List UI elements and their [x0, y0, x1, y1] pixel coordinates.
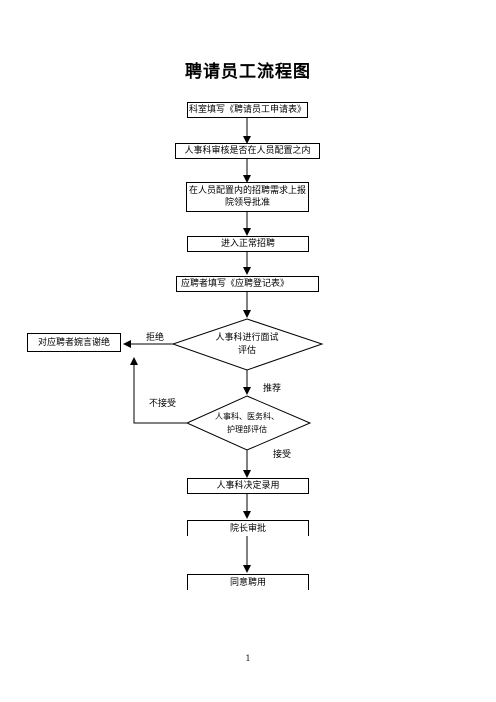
step-label: 对应聘者婉言谢绝 — [37, 337, 110, 348]
step-label: 人事科决定录用 — [216, 481, 280, 491]
step-label: 进入正常招聘 — [220, 239, 275, 249]
step-label: 应聘者填写《应聘登记表》 — [181, 279, 290, 289]
step-polite-decline: 对应聘者婉言谢绝 — [27, 333, 121, 352]
label-recommend: 推荐 — [263, 384, 282, 394]
step-registration-form: 应聘者填写《应聘登记表》 — [176, 276, 319, 292]
label-accept: 接受 — [273, 450, 292, 460]
step-label: 科室填写《聘请员工申请表》 — [188, 105, 306, 115]
step-label: 院长审批 — [229, 523, 266, 534]
step-submit-approval: 在人员配置内的招聘需求上报 院领导批准 — [186, 182, 309, 212]
decision-interview-text: 人事科进行面试 评估 — [197, 332, 297, 358]
step-agree-hire: 同意聘用 — [187, 574, 309, 590]
step-normal-recruitment: 进入正常招聘 — [187, 236, 309, 252]
arrow-not-accept — [130, 357, 187, 424]
step-hr-hire-decision: 人事科决定录用 — [187, 478, 309, 494]
decision-joint-evaluation-text: 人事科、医务科、 护理部评估 — [203, 410, 291, 436]
step-label: 人事科审核是否在人员配置之内 — [184, 146, 311, 156]
step-label: 同意聘用 — [229, 577, 266, 588]
page-number: 1 — [245, 654, 251, 663]
step-label-line2: 院领导批准 — [224, 198, 270, 208]
step-hr-review: 人事科审核是否在人员配置之内 — [175, 143, 320, 159]
label-not-accept: 不接受 — [149, 399, 177, 409]
decision-label-line2: 评估 — [237, 346, 256, 356]
decision-label-line2: 护理部评估 — [227, 425, 267, 434]
page-title: 聘请员工流程图 — [185, 62, 311, 82]
decision-label-line1: 人事科进行面试 — [215, 333, 279, 343]
step-director-approval: 院长审批 — [187, 520, 309, 536]
label-reject: 拒绝 — [146, 333, 165, 343]
decision-label-line1: 人事科、医务科、 — [215, 412, 279, 421]
step-department-application: 科室填写《聘请员工申请表》 — [187, 102, 308, 118]
step-label-line1: 在人员配置内的招聘需求上报 — [188, 186, 306, 196]
